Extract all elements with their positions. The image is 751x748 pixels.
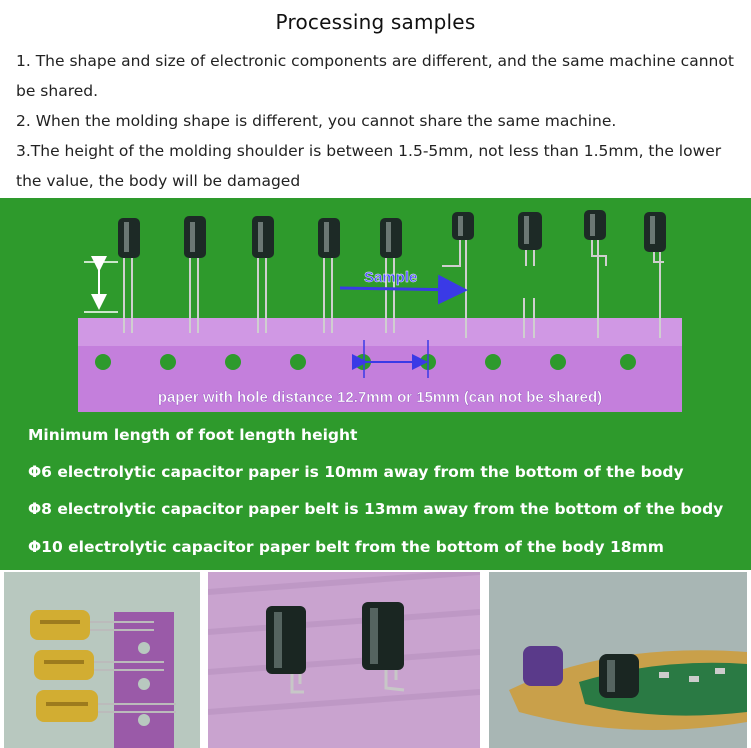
paper-hole-label: paper with hole distance 12.7mm or 15mm …: [158, 389, 602, 406]
page-title: Processing samples: [275, 10, 476, 34]
sample-photo-panel: Sample paper with hole distance 12.7mm o…: [0, 198, 751, 570]
capacitor-leads: [123, 238, 664, 338]
info-line-3: Φ8 electrolytic capacitor paper belt is …: [28, 500, 724, 518]
note-2: 2. When the molding shape is different, …: [16, 112, 617, 130]
note-1: 1. The shape and size of electronic comp…: [16, 52, 734, 100]
taped-capacitors-illustration: Sample paper with hole distance 12.7mm o…: [78, 210, 682, 412]
photo-pcb-capacitors: [489, 572, 747, 748]
notes: 1. The shape and size of electronic comp…: [16, 46, 736, 196]
note-3: 3.The height of the molding shoulder is …: [16, 142, 722, 190]
info-line-1: Minimum length of foot length height: [28, 426, 358, 444]
photo-black-capacitors: [208, 572, 480, 748]
capacitor-bodies: [118, 210, 666, 258]
sample-photos-row: [0, 572, 751, 748]
info-line-4: Φ10 electrolytic capacitor paper belt fr…: [28, 538, 664, 556]
info-line-2: Φ6 electrolytic capacitor paper is 10mm …: [28, 463, 684, 481]
sample-label: Sample: [364, 269, 417, 286]
photo-yellow-capacitors: [4, 572, 200, 748]
